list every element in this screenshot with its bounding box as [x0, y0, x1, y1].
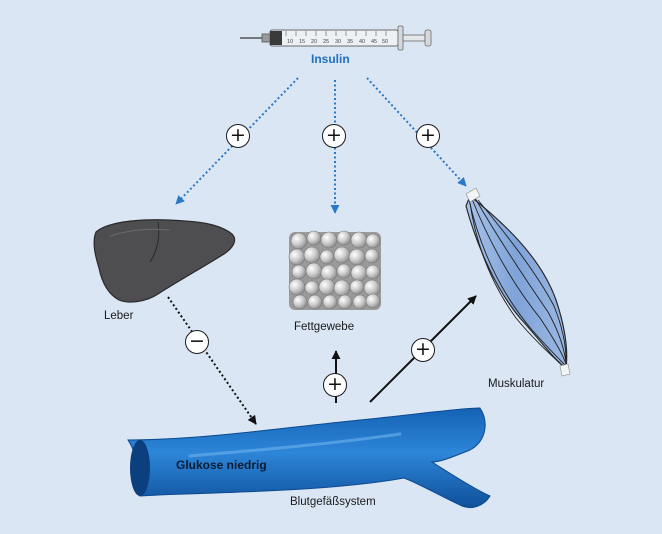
syringe-scale-20: 20 [311, 39, 317, 45]
plus-sign-insulin-leber: + [226, 124, 250, 148]
syringe-scale-30: 30 [335, 39, 341, 45]
minus-sign-leber-blut: − [185, 330, 209, 354]
syringe-scale-50: 50 [382, 39, 388, 45]
syringe-icon: 10 15 20 25 30 35 40 45 50 [240, 25, 432, 51]
syringe-scale-40: 40 [359, 39, 365, 45]
plus-sign-blut-fettgewebe: + [323, 373, 347, 397]
plus-sign-blut-muskulatur: + [411, 338, 435, 362]
syringe-scale-45: 45 [371, 39, 377, 45]
glukose-label: Glukose niedrig [176, 458, 267, 472]
blutgefaesssystem-label: Blutgefäßsystem [290, 496, 376, 508]
muskulatur-label: Muskulatur [488, 378, 545, 390]
syringe-scale-10: 10 [287, 39, 293, 45]
plus-sign-insulin-fettgewebe: + [322, 124, 346, 148]
syringe-scale-15: 15 [299, 39, 305, 45]
arrow-leber-to-blut [167, 296, 257, 425]
plus-sign-insulin-muskulatur: + [416, 124, 440, 148]
leber-label: Leber [104, 310, 134, 322]
fettgewebe-label: Fettgewebe [294, 321, 355, 333]
blood-vessel-icon [127, 407, 491, 509]
liver-icon [93, 219, 236, 303]
muscle-icon [465, 187, 571, 377]
syringe-scale-35: 35 [347, 39, 353, 45]
insulin-label: Insulin [311, 52, 350, 66]
fat-tissue-icon [288, 230, 381, 310]
syringe-scale-25: 25 [323, 39, 329, 45]
